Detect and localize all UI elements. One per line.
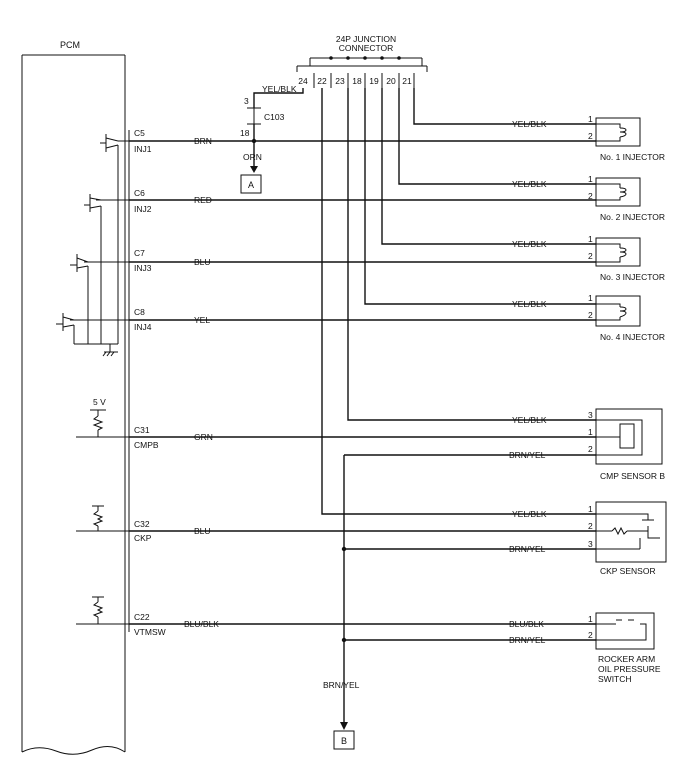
ground-ref: B (341, 736, 347, 746)
terminal-name: VTMSW (134, 627, 166, 637)
junction-pin-label: 20 (386, 76, 396, 86)
c103-ref: A (248, 180, 254, 190)
wire-label: YEL/BLK (512, 179, 547, 189)
pin-label: 1 (588, 614, 593, 624)
junction-pin-label: 21 (402, 76, 412, 86)
pin-label: 1 (588, 293, 593, 303)
wire-label: YEL/BLK (512, 509, 547, 519)
injector-label: No. 2 INJECTOR (600, 212, 665, 222)
pin-label: 3 (588, 539, 593, 549)
c103-wire-top: YEL/BLK (262, 84, 297, 94)
ckp-sensor-label: CKP SENSOR (600, 566, 656, 576)
junction-pin-label: 23 (335, 76, 345, 86)
wire-label: YEL/BLK (512, 239, 547, 249)
wire-label: YEL/BLK (512, 119, 547, 129)
wire-label: YEL (194, 315, 210, 325)
junction-pin-label: 18 (352, 76, 362, 86)
wire-label: BLU (194, 257, 211, 267)
injector-label: No. 1 INJECTOR (600, 152, 665, 162)
terminal-name: INJ3 (134, 263, 152, 273)
pcm-terminal-labels: C5 INJ1 C6 INJ2 C7 INJ3 C8 INJ4 C31 CMPB… (134, 128, 166, 637)
pin-label: 2 (588, 310, 593, 320)
junction-title-line2: CONNECTOR (339, 43, 394, 53)
terminal-code: C32 (134, 519, 150, 529)
ckp-sensor: 1 2 3 CKP SENSOR (588, 501, 667, 576)
terminal-name: CMPB (134, 440, 159, 450)
wire-label: BRN/YEL (509, 635, 546, 645)
pin-label: 2 (588, 131, 593, 141)
wire-label: BLU/BLK (184, 619, 219, 629)
pin-label: 1 (588, 234, 593, 244)
wire-label: RED (194, 195, 212, 205)
oil-switch-label-line1: ROCKER ARM (598, 654, 655, 664)
junction-pin-label: 22 (317, 76, 327, 86)
pin-label: 2 (588, 630, 593, 640)
pin-label: 2 (588, 444, 593, 454)
pin-label: 1 (588, 174, 593, 184)
terminal-name: CKP (134, 533, 152, 543)
pin-label: 1 (588, 114, 593, 124)
terminal-code: C8 (134, 307, 145, 317)
pin-label: 2 (588, 251, 593, 261)
wire-label: BRN (194, 136, 212, 146)
c103-wire-bottom: ORN (243, 152, 262, 162)
terminal-code: C6 (134, 188, 145, 198)
terminal-code: C5 (134, 128, 145, 138)
wire-label: BLU/BLK (509, 619, 544, 629)
oil-pressure-switch: 1 2 ROCKER ARM OIL PRESSURE SWITCH (588, 612, 661, 684)
terminal-code: C31 (134, 425, 150, 435)
wire-label: BRN/YEL (509, 450, 546, 460)
terminal-name: INJ2 (134, 204, 152, 214)
driver-transistors (56, 134, 129, 357)
injector-4: 1 2 No. 4 INJECTOR (588, 293, 665, 342)
oil-switch-label-line2: OIL PRESSURE (598, 664, 661, 674)
terminal-name: INJ1 (134, 144, 152, 154)
junction-feed-wires: YEL/BLK YEL/BLK YEL/BLK YEL/BLK YEL/BLK … (321, 88, 596, 519)
c103-pin-top: 3 (244, 96, 249, 106)
injector-label: No. 4 INJECTOR (600, 332, 665, 342)
wire-label: BRN/YEL (509, 544, 546, 554)
oil-switch-label-line3: SWITCH (598, 674, 632, 684)
terminal-code: C22 (134, 612, 150, 622)
pin-label: 2 (588, 191, 593, 201)
wire-label: GRN (194, 432, 213, 442)
junction-title-line1: 24P JUNCTION (336, 34, 396, 44)
pullup-resistors: 5 V (76, 397, 129, 625)
injector-1: 1 2 No. 1 INJECTOR (588, 114, 665, 162)
supply-label: 5 V (93, 397, 106, 407)
pin-label: 1 (588, 427, 593, 437)
junction-connector: 24P JUNCTION CONNECTOR 24 22 23 18 19 20… (296, 34, 428, 88)
junction-pin-label: 24 (298, 76, 308, 86)
ground-bus: BRN/YEL BRN/YEL BRN/YEL BLU/BLK BRN/YEL … (323, 450, 596, 750)
c103-pin-bottom: 18 (240, 128, 250, 138)
pcm-box: PCM (21, 40, 130, 755)
wire-label: YEL/BLK (512, 415, 547, 425)
junction-pin-label: 19 (369, 76, 379, 86)
injector-label: No. 3 INJECTOR (600, 272, 665, 282)
pcm-wires: BRN RED BLU YEL GRN BLU BLU/BLK (129, 136, 596, 629)
injector-3: 1 2 No. 3 INJECTOR (588, 234, 665, 282)
injector-2: 1 2 No. 2 INJECTOR (588, 174, 665, 222)
pin-label: 3 (588, 410, 593, 420)
pcm-title: PCM (60, 40, 80, 50)
c103-connector: YEL/BLK 3 C103 18 ORN A (240, 84, 304, 194)
cmp-sensor: 3 1 2 CMP SENSOR B (588, 408, 665, 481)
cmp-sensor-label: CMP SENSOR B (600, 471, 665, 481)
pin-label: 1 (588, 504, 593, 514)
wire-label: BLU (194, 526, 211, 536)
wire-label: YEL/BLK (512, 299, 547, 309)
c103-label: C103 (264, 112, 285, 122)
ground-wire-label: BRN/YEL (323, 680, 360, 690)
terminal-code: C7 (134, 248, 145, 258)
terminal-name: INJ4 (134, 322, 152, 332)
pin-label: 2 (588, 521, 593, 531)
